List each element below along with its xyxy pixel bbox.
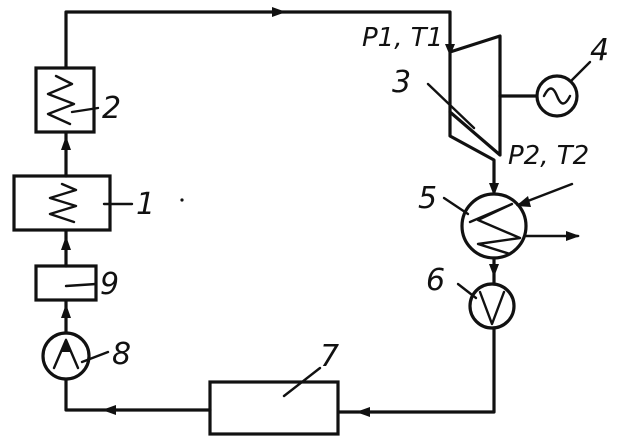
label-9: 9 [100, 267, 119, 302]
label-7: 7 [320, 339, 339, 374]
flow-arrow-pump6-inlet [489, 264, 499, 277]
pipe-return-left [64, 374, 212, 412]
flow-arrow-into-2 [61, 136, 71, 150]
label-5: 5 [418, 181, 437, 216]
pipe-turbine-outlet [448, 110, 496, 194]
condenser-5-coil [468, 202, 522, 256]
generator-4-symbol [542, 87, 572, 105]
component-7-pointer [282, 366, 322, 398]
label-1: 1 [136, 187, 155, 222]
flow-arrow-top [272, 7, 286, 17]
label-8: 8 [112, 337, 131, 372]
heater-2-pointer [70, 106, 100, 114]
turbine-3-pointer [426, 82, 476, 130]
flow-arrow-bottom-right [356, 407, 370, 417]
cooling-water-in-arrow [516, 196, 531, 207]
generator-4-pointer [570, 60, 592, 82]
label-outlet-state: P2, T2 [508, 141, 589, 171]
stray-mark [180, 198, 184, 202]
label-3: 3 [392, 65, 411, 100]
flow-arrow-turbine-inlet [445, 44, 455, 56]
flow-arrow-condenser-inlet [489, 183, 499, 196]
pump-8-pointer [80, 350, 110, 364]
component-9 [34, 264, 98, 302]
condenser-5-pointer [442, 196, 470, 216]
pipe-return-right [336, 326, 496, 414]
label-2: 2 [102, 91, 121, 126]
turbine-3-body [448, 34, 502, 157]
flow-arrow-into-1 [61, 236, 71, 250]
pump-6-symbol [478, 290, 506, 326]
component-9-pointer [64, 282, 98, 288]
label-4: 4 [590, 33, 609, 68]
flow-arrow-pump8 [61, 338, 71, 352]
pipe-top [64, 10, 452, 70]
component-7 [208, 380, 340, 436]
flow-arrow-bottom-left [102, 405, 116, 415]
label-inlet-state: P1, T1 [362, 23, 443, 53]
pump-6-pointer [456, 282, 478, 300]
heat-exchanger-1-coil [48, 182, 78, 224]
flow-arrow-into-9 [61, 304, 71, 318]
heater-2-coil [46, 74, 76, 126]
label-6: 6 [426, 263, 445, 298]
cooling-water-out-arrow [566, 231, 580, 241]
